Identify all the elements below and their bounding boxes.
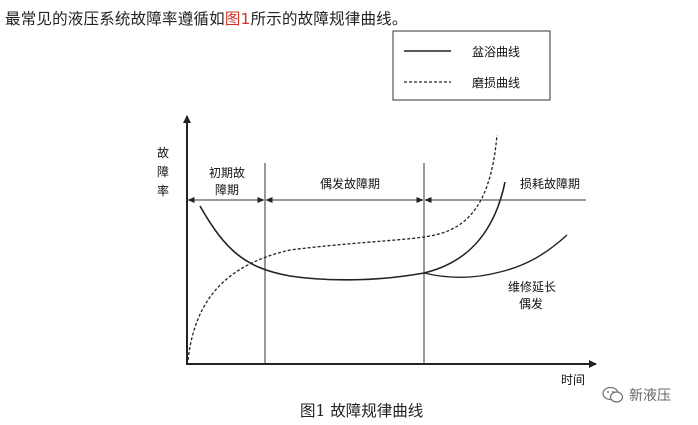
intro-before: 最常见的液压系统故障率遵循如 — [5, 10, 225, 28]
intro-after: 所示的故障规律曲线。 — [250, 10, 408, 28]
watermark-label: 新液压 — [629, 388, 671, 404]
wear-curve — [187, 134, 498, 361]
y-axis-label-1: 故 — [157, 145, 169, 160]
legend-box — [392, 30, 551, 101]
random-phase-label: 偶发故障期 — [320, 176, 380, 191]
early-phase-label-line1: 初期故 — [209, 165, 245, 180]
figure-reference-link[interactable]: 图1 — [224, 10, 251, 28]
watermark: 新液压 — [602, 385, 671, 405]
wechat-icon — [602, 386, 624, 403]
legend-bathtub-label: 盆浴曲线 — [472, 45, 520, 59]
figure-caption: 图1 故障规律曲线 — [300, 402, 424, 420]
bathtub-curve — [199, 181, 506, 281]
x-axis-label: 时间 — [561, 373, 585, 387]
early-phase-label-line2: 障期 — [215, 182, 239, 197]
y-axis-label-2: 障 — [157, 164, 169, 179]
legend-wear-label: 磨损曲线 — [472, 76, 520, 90]
y-axis-label-3: 率 — [157, 183, 169, 198]
intro-text: 最常见的液压系统故障率遵循如图1所示的故障规律曲线。 — [5, 7, 408, 29]
annotation-line1: 维修延长 — [508, 279, 556, 294]
wearout-phase-label: 损耗故障期 — [520, 176, 580, 191]
legend: 盆浴曲线 磨损曲线 — [392, 30, 551, 101]
extended-maintenance-curve — [423, 234, 568, 279]
annotation-line2: 偶发 — [519, 296, 543, 311]
